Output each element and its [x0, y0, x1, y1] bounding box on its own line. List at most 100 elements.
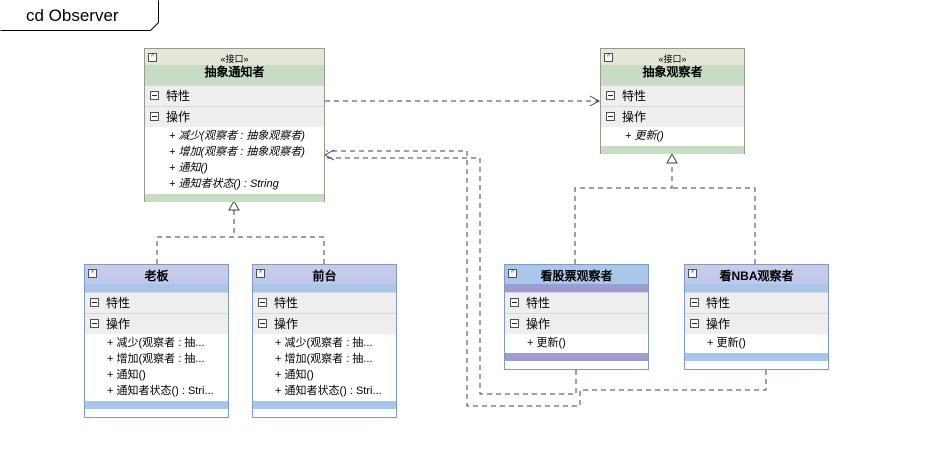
realization-secretary-subject [234, 236, 325, 264]
collapse-minus-icon[interactable] [690, 298, 699, 307]
attributes-compartment[interactable]: 特性 [601, 85, 744, 106]
operation-item[interactable]: + 更新() [707, 337, 746, 349]
class-subject[interactable]: ^ «接口» 抽象通知者 特性 操作 + 减少(观察者 : 抽象观察者) + 增… [144, 48, 325, 202]
operations-label: 操作 [166, 110, 191, 124]
dependency-arrowhead [589, 95, 601, 107]
collapse-minus-icon[interactable] [606, 91, 615, 100]
collapse-minus-icon[interactable] [90, 298, 99, 307]
realization-triangle-subject [228, 199, 240, 211]
realization-stock-observer [574, 163, 673, 264]
operations-label: 操作 [526, 317, 551, 331]
collapse-minus-icon[interactable] [510, 298, 519, 307]
class-boss[interactable]: ^ 老板 特性 操作 + 减少(观察者 : 抽... + 增加(观察者 : 抽.… [84, 264, 229, 418]
class-nba-observer-header: ^ 看NBA观察者 [685, 265, 828, 284]
attributes-compartment[interactable]: 特性 [253, 292, 396, 313]
association-arrowhead [323, 149, 335, 161]
collapse-minus-icon[interactable] [258, 298, 267, 307]
collapse-minus-icon[interactable] [690, 319, 699, 328]
operation-item[interactable]: + 通知() [107, 369, 146, 381]
header-band [253, 284, 396, 292]
stereotype-label: «接口» [658, 54, 687, 64]
header-band [685, 284, 828, 292]
operations-compartment[interactable]: 操作 [145, 106, 324, 127]
attributes-label: 特性 [706, 296, 731, 310]
collapse-icon[interactable]: ^ [148, 53, 157, 62]
operations-compartment[interactable]: 操作 [685, 313, 828, 334]
operations-list: + 更新() [685, 334, 828, 353]
collapse-icon[interactable]: ^ [508, 269, 517, 278]
association-stock-subject [326, 157, 577, 395]
footer-band [601, 146, 744, 154]
operations-compartment[interactable]: 操作 [253, 313, 396, 334]
collapse-minus-icon[interactable] [150, 91, 159, 100]
operation-item[interactable]: + 更新() [527, 337, 566, 349]
collapse-icon[interactable]: ^ [88, 269, 97, 278]
operation-item[interactable]: + 更新() [625, 130, 664, 142]
attributes-label: 特性 [526, 296, 551, 310]
class-stock-observer-header: ^ 看股票观察者 [505, 265, 648, 284]
association-nba-subject [326, 150, 767, 407]
class-boss-header: ^ 老板 [85, 265, 228, 284]
class-name: 抽象观察者 [601, 65, 744, 79]
operations-list: + 减少(观察者 : 抽... + 增加(观察者 : 抽... + 通知() +… [85, 334, 228, 401]
operations-list: + 减少(观察者 : 抽象观察者) + 增加(观察者 : 抽象观察者) + 通知… [145, 127, 324, 194]
header-band [145, 79, 324, 85]
collapse-minus-icon[interactable] [258, 319, 267, 328]
attributes-label: 特性 [166, 89, 191, 103]
class-name: 前台 [253, 265, 396, 284]
diagram-title: cd Observer [26, 6, 119, 25]
attributes-compartment[interactable]: 特性 [505, 292, 648, 313]
realization-triangle-observer [666, 152, 678, 164]
operation-item[interactable]: + 增加(观察者 : 抽象观察者) [169, 146, 305, 158]
operation-item[interactable]: + 增加(观察者 : 抽... [275, 353, 373, 365]
class-name: 抽象通知者 [145, 65, 324, 79]
class-observer-header: ^ «接口» 抽象观察者 [601, 49, 744, 79]
class-secretary[interactable]: ^ 前台 特性 操作 + 减少(观察者 : 抽... + 增加(观察者 : 抽.… [252, 264, 397, 418]
stereotype-label: «接口» [220, 54, 249, 64]
class-nba-observer[interactable]: ^ 看NBA观察者 特性 操作 + 更新() [684, 264, 829, 370]
class-stock-observer[interactable]: ^ 看股票观察者 特性 操作 + 更新() [504, 264, 649, 370]
operation-item[interactable]: + 通知者状态() : String [169, 178, 279, 190]
operations-compartment[interactable]: 操作 [85, 313, 228, 334]
operation-item[interactable]: + 通知者状态() : Stri... [275, 385, 382, 397]
class-secretary-header: ^ 前台 [253, 265, 396, 284]
operations-list: + 更新() [601, 127, 744, 146]
footer-band [253, 401, 396, 409]
collapse-icon[interactable]: ^ [604, 53, 613, 62]
class-name: 看股票观察者 [505, 265, 648, 284]
attributes-label: 特性 [274, 296, 299, 310]
attributes-compartment[interactable]: 特性 [145, 85, 324, 106]
operation-item[interactable]: + 减少(观察者 : 抽... [107, 337, 205, 349]
attributes-label: 特性 [622, 89, 647, 103]
operations-label: 操作 [622, 110, 647, 124]
class-observer[interactable]: ^ «接口» 抽象观察者 特性 操作 + 更新() [600, 48, 745, 154]
collapse-minus-icon[interactable] [90, 319, 99, 328]
operations-label: 操作 [706, 317, 731, 331]
operation-item[interactable]: + 减少(观察者 : 抽象观察者) [169, 130, 305, 142]
collapse-icon[interactable]: ^ [688, 269, 697, 278]
operations-list: + 减少(观察者 : 抽... + 增加(观察者 : 抽... + 通知() +… [253, 334, 396, 401]
operation-item[interactable]: + 通知() [169, 162, 208, 174]
operation-item[interactable]: + 减少(观察者 : 抽... [275, 337, 373, 349]
collapse-minus-icon[interactable] [510, 319, 519, 328]
attributes-compartment[interactable]: 特性 [685, 292, 828, 313]
header-band [601, 79, 744, 85]
header-band [85, 284, 228, 292]
operation-item[interactable]: + 通知() [275, 369, 314, 381]
footer-band [505, 353, 648, 361]
class-subject-header: ^ «接口» 抽象通知者 [145, 49, 324, 79]
operations-label: 操作 [106, 317, 131, 331]
collapse-icon[interactable]: ^ [256, 269, 265, 278]
footer-band [145, 194, 324, 202]
realization-boss-subject [156, 210, 235, 264]
collapse-minus-icon[interactable] [606, 112, 615, 121]
operations-compartment[interactable]: 操作 [601, 106, 744, 127]
operations-label: 操作 [274, 317, 299, 331]
attributes-compartment[interactable]: 特性 [85, 292, 228, 313]
operation-item[interactable]: + 通知者状态() : Stri... [107, 385, 214, 397]
collapse-minus-icon[interactable] [150, 112, 159, 121]
operations-compartment[interactable]: 操作 [505, 313, 648, 334]
operation-item[interactable]: + 增加(观察者 : 抽... [107, 353, 205, 365]
